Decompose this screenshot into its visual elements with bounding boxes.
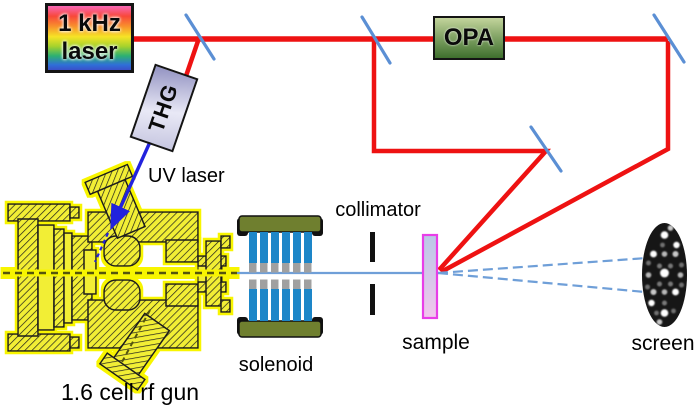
gun-bottom-port (98, 312, 171, 392)
ir-beam-paths (120, 36, 671, 274)
gun-exit-flange-tab (220, 235, 231, 249)
gun-lower-right-wall (165, 283, 199, 307)
gun-upper-iris (103, 235, 141, 267)
uv-laser-label: UV laser (148, 165, 225, 187)
gun-lower-iris (103, 279, 141, 311)
screen-label: screen (631, 332, 695, 355)
collimator-drawing (370, 232, 375, 315)
ir-beam-split-path (371, 41, 552, 272)
beam-splitter-2 (360, 15, 392, 65)
rf-gun-drawing (3, 163, 237, 392)
gun-exit-flange-tab (220, 299, 231, 313)
laser-box-line1: 1 kHz (58, 10, 121, 37)
uv-beam (93, 141, 152, 263)
solenoid-yoke-bottom (238, 320, 322, 338)
ir-beam-opa-path (439, 41, 671, 274)
gun-plate (53, 228, 65, 328)
ebeam-diffracted-down (437, 271, 646, 294)
laser-box-line2: laser (61, 38, 118, 65)
collimator-top-jaw (370, 232, 375, 262)
beam-splitter-1 (184, 13, 216, 61)
rf-gun-label: 1.6 cell rf gun (60, 379, 200, 405)
solenoid-label: solenoid (238, 354, 314, 376)
solenoid-coils (249, 232, 312, 321)
opa-box: OPA (433, 16, 505, 60)
opa-box-label: OPA (443, 24, 495, 51)
gun-left-bottom-bolt (69, 336, 80, 349)
ebeam-diffracted-up (437, 256, 648, 275)
diffraction-spots (645, 225, 684, 325)
gun-port-reflection-dashed (121, 309, 151, 363)
sample-drawing (421, 233, 439, 320)
uv-beam-dashed (93, 232, 110, 263)
mirror-middle (529, 125, 563, 173)
solenoid-drawing (237, 215, 323, 338)
laser-box: 1 kHz laser (45, 3, 134, 73)
ir-beam-to-thg (183, 40, 201, 77)
screen-drawing (642, 223, 687, 327)
optics (184, 13, 686, 173)
collimator-bottom-jaw (370, 284, 375, 315)
uv-beam-line (110, 141, 152, 231)
mirror-top-right (652, 13, 686, 64)
gun-left-top-bolt (69, 206, 80, 219)
gun-plate (63, 232, 73, 324)
electron-beam (237, 256, 648, 294)
thg-box-label: THG (143, 80, 184, 136)
collimator-label: collimator (335, 199, 421, 221)
sample-label: sample (402, 331, 470, 354)
gun-upper-right-wall (165, 239, 199, 263)
gun-left-column-inner (37, 224, 55, 331)
gun-left-column (17, 218, 39, 337)
solenoid-yoke-top (238, 215, 322, 233)
solenoid-spacers (249, 263, 312, 289)
